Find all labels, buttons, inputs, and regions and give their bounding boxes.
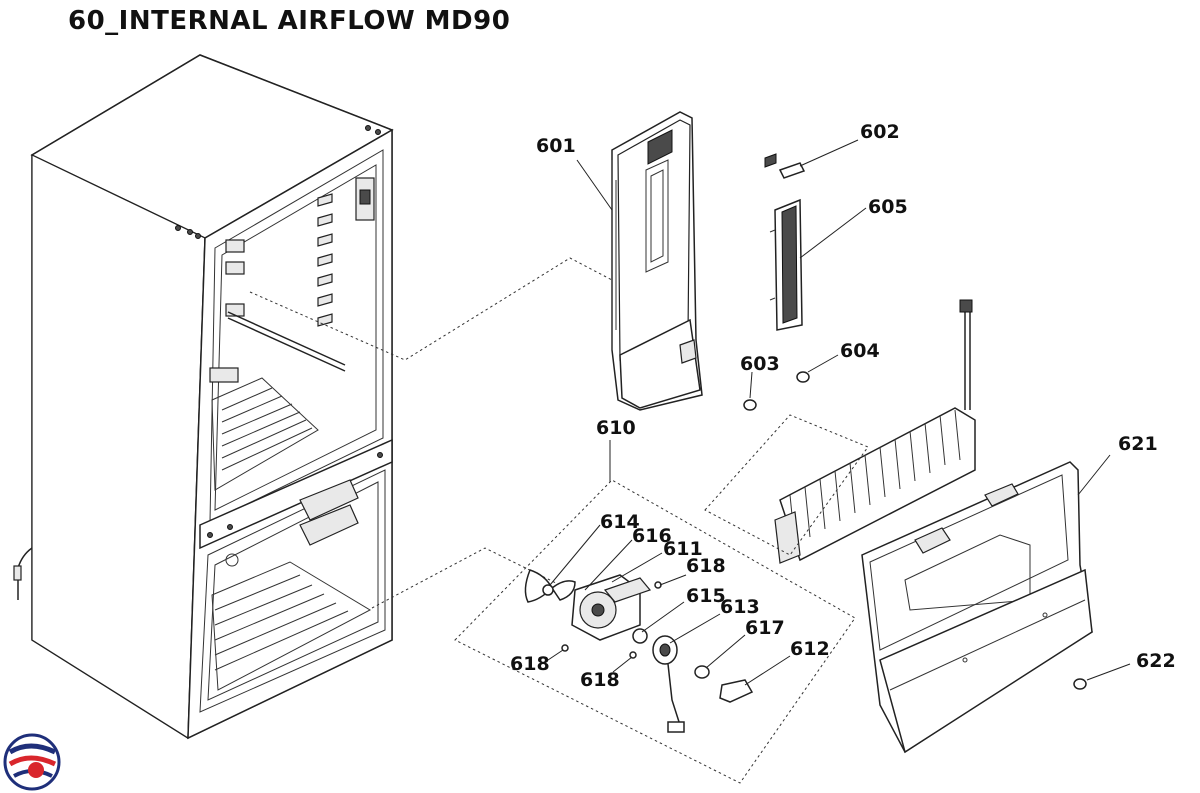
lower-drawer-rails — [211, 479, 372, 691]
fridge-cabinet — [13, 54, 394, 740]
label-602: 602 — [860, 121, 900, 143]
label-617: 617 — [745, 617, 785, 639]
part-617-ring — [694, 665, 710, 679]
label-612: 612 — [790, 638, 830, 660]
label-621: 621 — [1118, 433, 1158, 455]
part-605-grille — [769, 198, 803, 331]
label-605: 605 — [868, 196, 908, 218]
label-618-top: 618 — [686, 555, 726, 577]
label-618-left: 618 — [510, 653, 550, 675]
label-618-bottom: 618 — [580, 669, 620, 691]
shelf-rails — [317, 193, 333, 327]
part-621-evaporator-cover — [861, 461, 1093, 754]
part-611-fan-motor-bracket — [571, 574, 652, 641]
label-613: 613 — [720, 596, 760, 618]
label-611: 611 — [663, 538, 703, 560]
part-evaporator — [774, 299, 976, 564]
part-622-plug — [1073, 678, 1087, 690]
part-603-plug — [743, 399, 757, 411]
part-613-damper — [652, 635, 685, 733]
part-612-actuator — [719, 679, 754, 703]
upper-floor-grooves — [209, 367, 319, 491]
part-602-covers — [764, 153, 806, 179]
part-601-air-duct — [611, 111, 703, 411]
screws-618 — [561, 581, 662, 659]
label-622: 622 — [1136, 650, 1176, 672]
label-616: 616 — [632, 525, 672, 547]
label-603: 603 — [740, 353, 780, 375]
diagram-title: 60_INTERNAL AIRFLOW MD90 — [68, 6, 511, 36]
part-604-plug — [796, 371, 810, 383]
label-615: 615 — [686, 585, 726, 607]
label-601: 601 — [536, 135, 576, 157]
part-614-fan-blade — [524, 569, 576, 603]
label-604: 604 — [840, 340, 880, 362]
brand-logo — [3, 733, 61, 791]
part-615-gear — [632, 628, 648, 644]
fan-assembly-group — [454, 479, 856, 784]
label-610: 610 — [596, 417, 636, 439]
label-614: 614 — [600, 511, 640, 533]
